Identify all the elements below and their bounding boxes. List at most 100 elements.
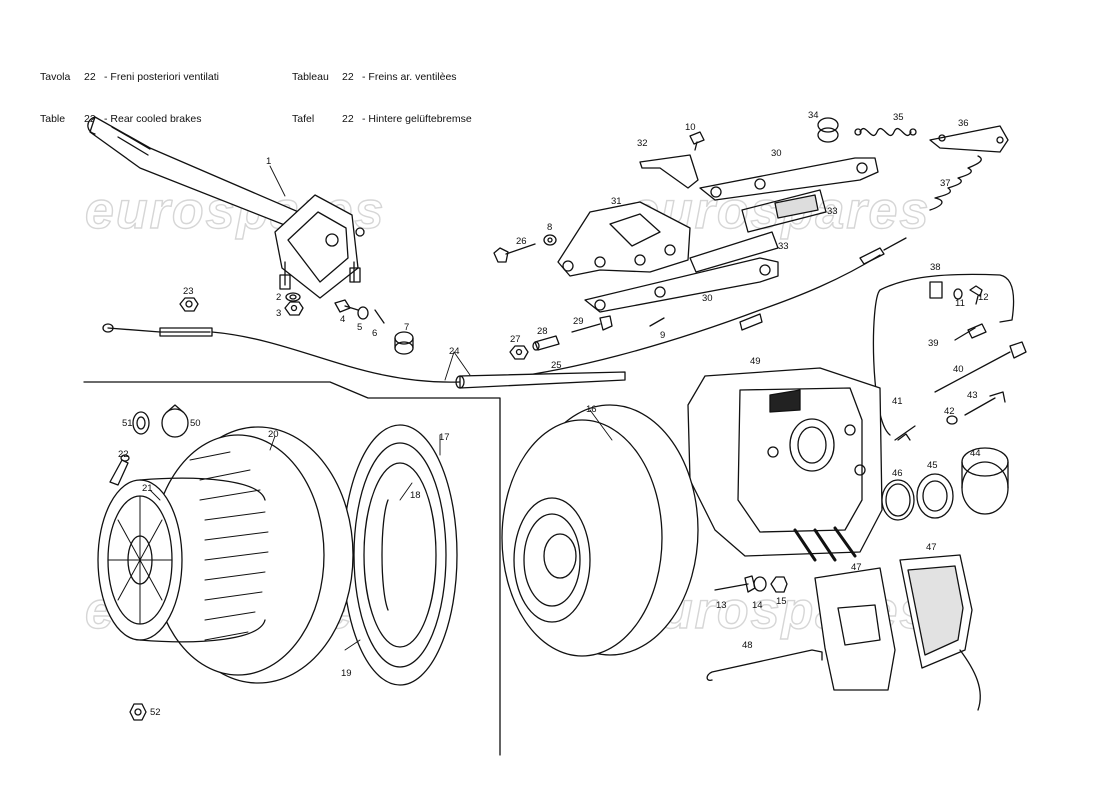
callout-35: 35 [893, 112, 904, 123]
callout-6: 6 [372, 328, 377, 339]
callout-26: 26 [516, 236, 527, 247]
brake-pipe-38 [872, 273, 1015, 436]
callout-13: 13 [716, 600, 727, 611]
callout-29: 29 [573, 316, 584, 327]
bolt-12 [969, 285, 983, 305]
nut-23 [179, 297, 199, 312]
header-label: Table [40, 113, 66, 125]
leader-lines [149, 165, 613, 651]
callout-22: 22 [118, 449, 129, 460]
callout-28: 28 [537, 326, 548, 337]
callout-2: 2 [276, 292, 281, 303]
header-left-line-2: Table 22 - Rear cooled brakes [40, 112, 219, 126]
callout-23: 23 [183, 286, 194, 297]
bleeder-43 [964, 391, 1006, 416]
washer-14 [753, 576, 767, 592]
header-left: Tavola 22 - Freni posteriori ventilati Tab… [40, 42, 219, 140]
callout-21: 21 [142, 483, 153, 494]
plate-36 [929, 125, 1009, 153]
callout-10: 10 [685, 122, 696, 133]
callout-5: 5 [357, 322, 362, 333]
callout-36: 36 [958, 118, 969, 129]
pad-47-left [814, 567, 896, 691]
callout-40: 40 [953, 364, 964, 375]
header-label: Tavola [40, 71, 71, 83]
callout-7: 7 [404, 322, 409, 333]
callout-33: 33 [827, 206, 838, 217]
pad-47-right [899, 554, 981, 711]
callout-18: 18 [410, 490, 421, 501]
wheel-nut-52 [129, 703, 147, 721]
callout-46: 46 [892, 468, 903, 479]
callout-38: 38 [930, 262, 941, 273]
callout-41: 41 [892, 396, 903, 407]
nut-27 [509, 345, 529, 360]
callout-42: 42 [944, 406, 955, 417]
callout-51: 51 [122, 418, 133, 429]
spring-35 [854, 127, 917, 137]
callout-4: 4 [340, 314, 345, 325]
callout-3: 3 [276, 308, 281, 319]
grommet-34 [817, 117, 839, 143]
link-30-upper [699, 157, 879, 201]
nut-15 [770, 576, 788, 593]
bolt-40 [934, 341, 1027, 393]
cap-51 [132, 411, 150, 435]
pin-6 [374, 309, 385, 324]
header-number: 22 [342, 113, 354, 125]
callout-14: 14 [752, 600, 763, 611]
callout-19: 19 [341, 668, 352, 679]
callout-24: 24 [449, 346, 460, 357]
header-label: Tableau [292, 71, 329, 83]
callout-1: 1 [266, 156, 271, 167]
bleed-39 [954, 323, 987, 341]
spring-37 [929, 155, 982, 211]
callout-48: 48 [742, 640, 753, 651]
callout-44: 44 [970, 448, 981, 459]
bolt-29 [571, 315, 613, 333]
pipe-41 [894, 425, 916, 441]
handbrake-cable [102, 237, 907, 389]
callout-49: 49 [750, 356, 761, 367]
callout-25: 25 [551, 360, 562, 371]
caliper-49 [687, 367, 883, 562]
pin-9 [649, 317, 665, 327]
spacer-28 [532, 335, 560, 351]
callout-47: 47 [851, 562, 862, 573]
bolt-4 [334, 299, 359, 313]
bolt-26 [493, 243, 536, 263]
callout-17: 17 [439, 432, 450, 443]
piston-44 [961, 447, 1009, 515]
bushing-7 [394, 331, 414, 355]
header-number: 22 [84, 71, 96, 83]
wheel-rim-17 [342, 424, 458, 686]
header-title: - Rear cooled brakes [104, 113, 202, 125]
header-title: - Freni posteriori ventilati [104, 71, 219, 83]
pad-33-upper [741, 189, 827, 233]
callout-37: 37 [940, 178, 951, 189]
callout-12: 12 [978, 292, 989, 303]
ring-46 [881, 479, 915, 521]
callout-16: 16 [586, 404, 597, 415]
callout-33-lower: 33 [778, 241, 789, 252]
header-title: - Freins ar. ventilèes [362, 71, 457, 83]
bracket-31 [557, 201, 691, 277]
callout-32: 32 [637, 138, 648, 149]
header-label: Tafel [292, 113, 315, 125]
callout-15: 15 [776, 596, 787, 607]
callout-39: 39 [928, 338, 939, 349]
header-number: 22 [84, 113, 96, 125]
washer-42 [946, 415, 958, 425]
callout-43: 43 [967, 390, 978, 401]
washer-8 [543, 234, 557, 246]
washer-11 [953, 288, 963, 300]
seal-45 [916, 473, 954, 519]
retaining-pin-48 [706, 649, 823, 681]
handbrake-lever [87, 116, 365, 299]
washer-5 [357, 306, 369, 320]
header-title: - Hintere gelüftebremse [362, 113, 472, 125]
link-30-lower [584, 257, 779, 313]
